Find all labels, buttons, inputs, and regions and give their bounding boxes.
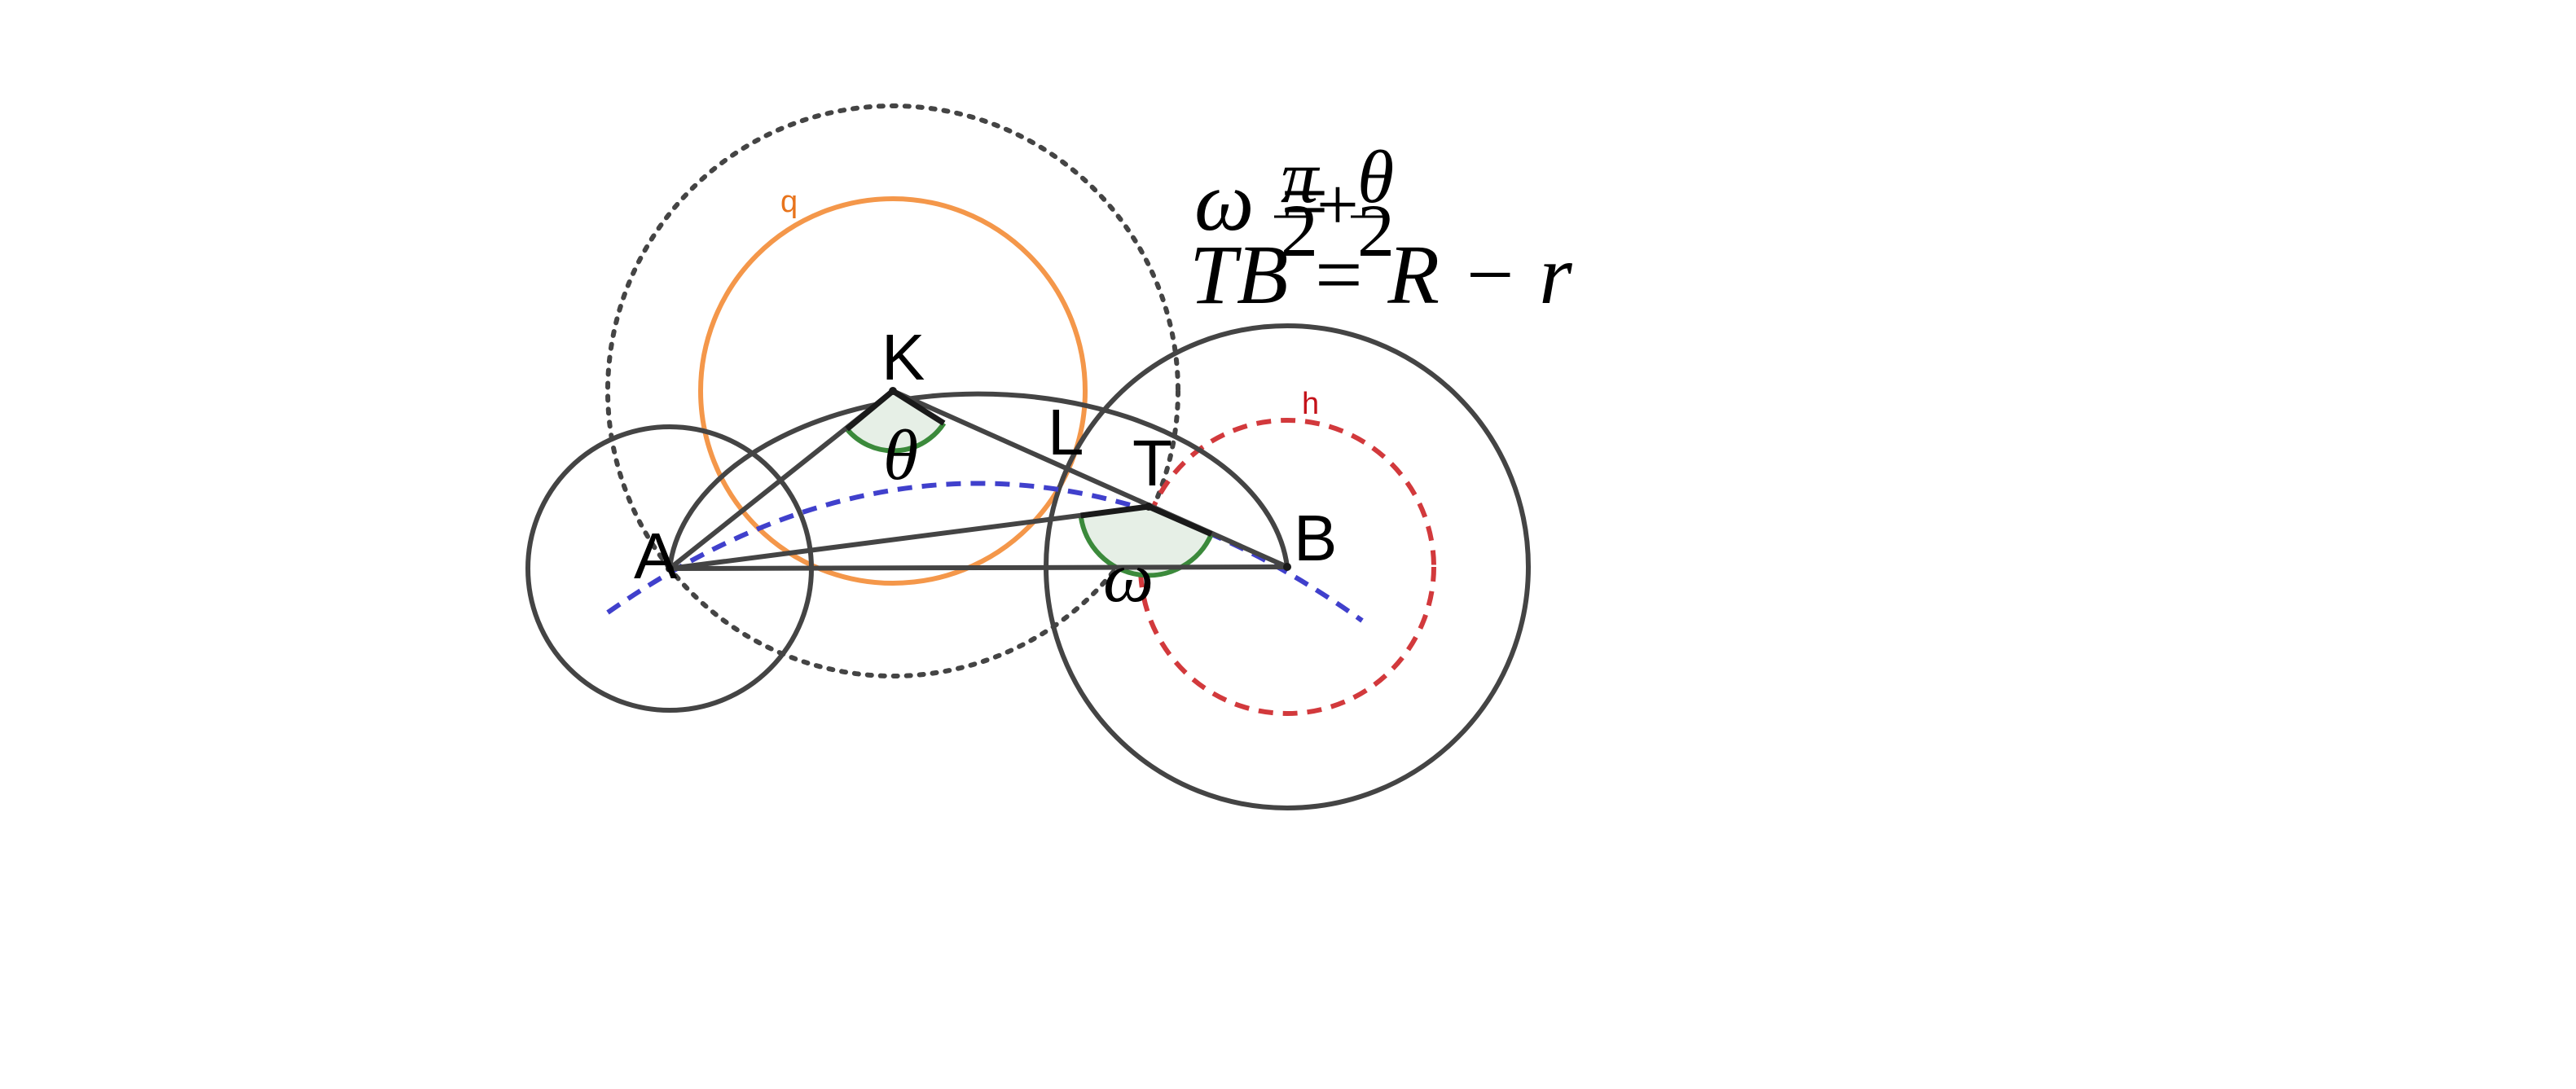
ray-k-b (891, 389, 946, 426)
formula-omega: ω = π 2 + θ 2 (1194, 135, 1395, 272)
label-h: h (1302, 387, 1319, 421)
formula-omega-lhs: ω = (1194, 155, 1333, 248)
angle-omega-sector (1080, 507, 1211, 576)
arc-ab (667, 391, 1290, 569)
formula-theta: θ (1357, 135, 1394, 218)
ray-k-a (845, 389, 895, 432)
point-t (1145, 503, 1153, 511)
segment-at (669, 504, 1150, 571)
ray-t-b (1147, 503, 1213, 538)
formula-two-a: 2 (1281, 189, 1318, 272)
point-b (1283, 563, 1291, 571)
point-k (889, 387, 897, 395)
circle-h (1138, 418, 1436, 716)
label-b: B (1294, 502, 1337, 574)
label-l: L (1048, 396, 1084, 468)
label-k: K (881, 321, 925, 393)
label-omega: ω (1103, 538, 1154, 617)
angle-theta-arc (845, 421, 947, 454)
formula-two-b: 2 (1357, 189, 1395, 272)
formula-tb: TB = R − r (1189, 228, 1572, 322)
dotted-circle (605, 103, 1180, 678)
label-t: T (1132, 427, 1172, 499)
segment-ab (669, 564, 1288, 571)
angle-omega-arc (1078, 515, 1214, 578)
circle-q (698, 196, 1088, 586)
ray-t-a (1080, 503, 1150, 519)
locus-arc (606, 481, 1364, 623)
point-a (666, 564, 674, 573)
segment-kb (891, 389, 1289, 569)
angle-theta-sector (846, 391, 944, 451)
label-q: q (780, 185, 798, 219)
label-theta: θ (883, 416, 918, 495)
label-a: A (634, 520, 678, 592)
formula-pi: π (1281, 135, 1321, 218)
formula-plus: + (1317, 163, 1359, 246)
